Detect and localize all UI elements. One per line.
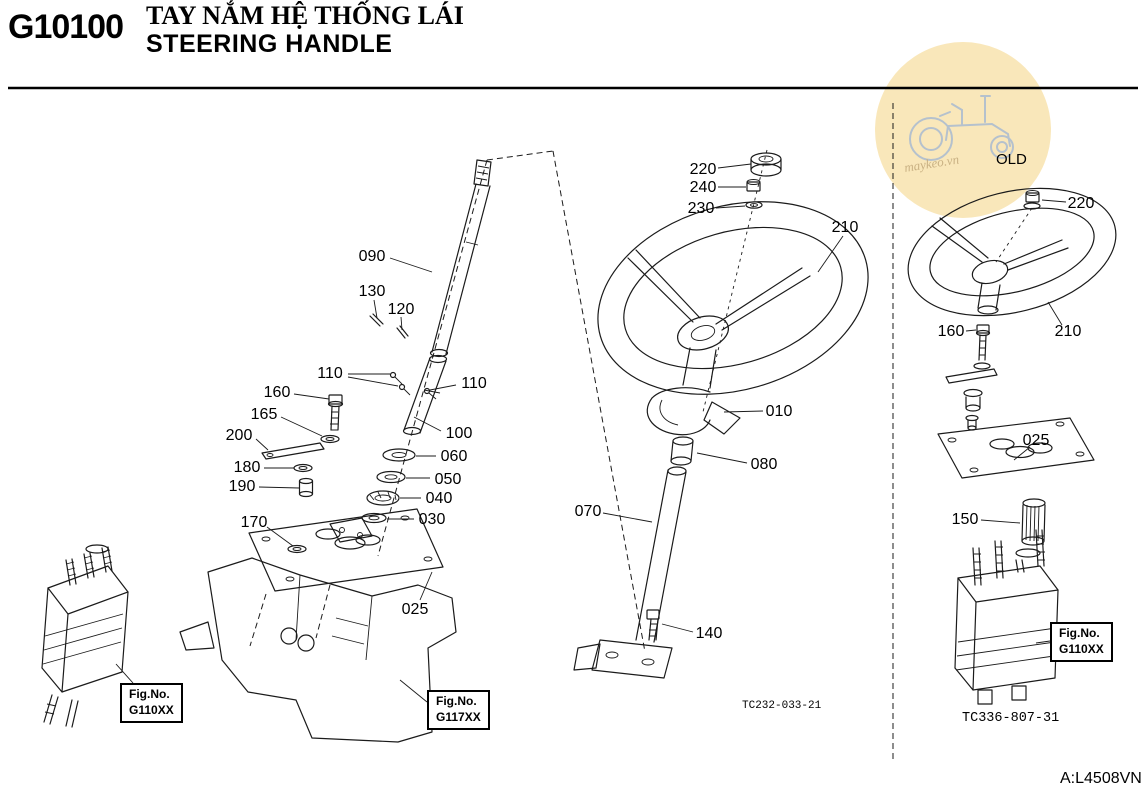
callout-050: 050 <box>435 471 462 488</box>
old-gearbox-drawing <box>954 529 1059 705</box>
steering-shaft-drawing <box>429 159 492 358</box>
column-tube-100-drawing <box>402 354 448 436</box>
callout-230: 230 <box>688 200 715 217</box>
left-gearbox-drawing <box>41 544 129 728</box>
fig-ref-box-left: Fig.No. G110XX <box>120 683 183 724</box>
callout-030: 030 <box>419 511 446 528</box>
old-callout-220: 220 <box>1068 195 1095 212</box>
washer-stack-drawing <box>361 448 416 524</box>
callout-010: 010 <box>766 403 793 420</box>
callout-165: 165 <box>251 406 278 423</box>
fig-ref-box-center: Fig.No. G117XX <box>427 690 490 731</box>
diagram-linework <box>41 103 1117 760</box>
column-jacket-070-drawing <box>573 466 687 679</box>
drawing-code-main: TC232-033-21 <box>742 700 822 712</box>
old-mount-plate-drawing <box>937 417 1095 479</box>
bracket-010-drawing <box>646 387 741 436</box>
leader-lines <box>115 163 1067 703</box>
drawing-code-old: TC336-807-31 <box>962 711 1060 726</box>
page-title-english: STEERING HANDLE <box>146 29 393 58</box>
callout-220: 220 <box>690 161 717 178</box>
chassis-frame-drawing <box>179 557 457 743</box>
pin-130-drawing <box>369 313 384 327</box>
old-coupler-150-drawing <box>1015 498 1046 558</box>
watermark-logo: maykeo.vn <box>875 42 1051 218</box>
callout-120: 120 <box>388 301 415 318</box>
page-title-block: TAY NẮM HỆ THỐNG LÁI STEERING HANDLE <box>146 1 464 58</box>
callout-100: 100 <box>446 425 473 442</box>
callout-140: 140 <box>696 625 723 642</box>
callout-240: 240 <box>690 179 717 196</box>
fig-ref-left-line1: Fig.No. <box>129 687 170 701</box>
callout-130: 130 <box>359 283 386 300</box>
callout-040: 040 <box>426 490 453 507</box>
old-callout-160: 160 <box>938 323 965 340</box>
old-nut-220-drawing <box>995 190 1041 263</box>
fig-ref-right-line1: Fig.No. <box>1059 626 1100 640</box>
fig-ref-center-line2: G117XX <box>436 709 481 724</box>
callout-200: 200 <box>226 427 253 444</box>
fig-ref-center-line1: Fig.No. <box>436 694 477 708</box>
mount-plate-025-drawing <box>248 508 444 592</box>
callout-025: 025 <box>402 601 429 618</box>
old-callout-210: 210 <box>1055 323 1082 340</box>
old-label: OLD <box>996 151 1027 168</box>
fig-ref-right-line2: G110XX <box>1059 641 1104 656</box>
callout-160: 160 <box>264 384 291 401</box>
callout-190: 190 <box>229 478 256 495</box>
footer-code: A:L4508VN <box>1060 770 1142 787</box>
page-title-vietnamese: TAY NẮM HỆ THỐNG LÁI <box>146 1 464 30</box>
projection-dashed-lines <box>249 150 646 653</box>
fig-ref-box-right: Fig.No. G110XX <box>1050 622 1113 663</box>
callout-labels-old: OLD 220 210 160 025 150 <box>938 151 1095 528</box>
callout-labels-main: 090 130 120 110 110 160 165 200 100 180 … <box>226 161 859 642</box>
tractor-icon <box>909 95 1014 161</box>
callout-110-right: 110 <box>461 375 487 392</box>
callout-090: 090 <box>359 248 386 265</box>
pin-120-drawing <box>396 325 409 339</box>
old-steering-wheel-drawing <box>907 187 1117 317</box>
horn-cap-stack-drawing <box>702 149 782 413</box>
steering-wheel-drawing <box>597 201 869 395</box>
left-fastener-stack-drawing <box>261 394 344 554</box>
watermark-circle <box>875 42 1051 218</box>
old-callout-150: 150 <box>952 511 979 528</box>
old-bolt-160-drawing <box>945 324 998 431</box>
callout-110-left: 110 <box>317 365 343 382</box>
callout-070: 070 <box>575 503 602 520</box>
callout-060: 060 <box>441 448 468 465</box>
spacer-080-drawing <box>670 436 694 466</box>
callout-180: 180 <box>234 459 261 476</box>
callout-170: 170 <box>241 514 268 531</box>
bolt-140-drawing <box>646 609 660 641</box>
callout-080: 080 <box>751 456 778 473</box>
callout-210: 210 <box>832 219 859 236</box>
fig-ref-left-line2: G110XX <box>129 702 174 717</box>
old-callout-025: 025 <box>1023 432 1050 449</box>
section-code: G10100 <box>8 8 124 46</box>
